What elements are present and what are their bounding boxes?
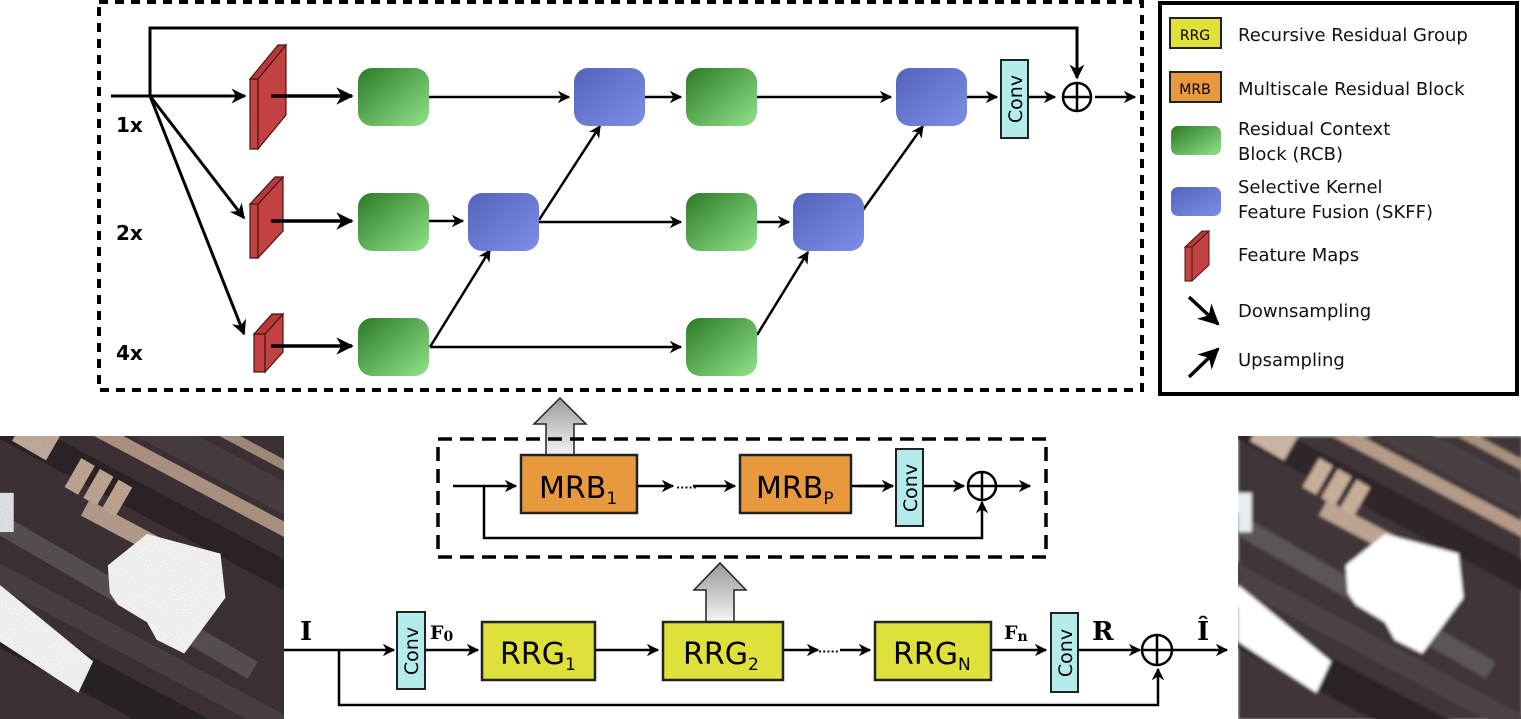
skff-block-2x-b (793, 193, 864, 251)
expand-arrow-rrg (692, 561, 748, 623)
svg-text:Block (RCB): Block (RCB) (1238, 144, 1343, 165)
svg-text:RRG2: RRG2 (683, 637, 759, 675)
top-add-operator (1061, 81, 1093, 113)
svg-text:Conv: Conv (1005, 75, 1027, 123)
upsampling-arrow (861, 124, 925, 211)
skff-block-1x-a (574, 68, 645, 126)
fn-label: Fn (1004, 622, 1028, 645)
scale-label-1x: 1x (116, 113, 143, 137)
rrg-ellipsis: ····· (818, 645, 839, 658)
input-label: I (300, 617, 312, 647)
rcb-block-icon (1171, 126, 1221, 155)
svg-text:MRBP: MRBP (756, 471, 834, 509)
output-label: Î (1197, 615, 1209, 647)
rrg-box-icon (1169, 17, 1222, 49)
output-add-operator (1140, 633, 1174, 667)
mrb-block-1: MRB1 (519, 453, 639, 515)
svg-text:RRGN: RRGN (893, 637, 971, 675)
scale-label-4x: 4x (116, 341, 143, 365)
legend-item-upsampling: Upsampling (1187, 347, 1345, 379)
feature-map-4x (252, 312, 285, 374)
input-conv-block: Conv (396, 611, 426, 690)
svg-text:Selective Kernel: Selective Kernel (1238, 177, 1383, 198)
expand-arrow-mrb (532, 396, 588, 456)
downsampling-arrow-icon (1187, 295, 1220, 326)
downsampling-arrow-4x (148, 95, 247, 336)
svg-text:Upsampling: Upsampling (1238, 350, 1345, 371)
f0-label: F0 (430, 622, 454, 645)
scale-label-2x: 2x (116, 221, 143, 245)
rrg-detail-panel (436, 437, 1048, 559)
mrb-ellipsis: ····· (676, 481, 697, 494)
mrb-box-icon (1169, 71, 1222, 103)
legend-item-downsampling: Downsampling (1187, 295, 1371, 326)
svg-text:Recursive Residual Group: Recursive Residual Group (1238, 25, 1468, 46)
svg-text:Conv: Conv (1055, 629, 1077, 677)
feature-map-2x (248, 175, 285, 260)
legend-item-mrb: MRB Multiscale Residual Block (1169, 71, 1465, 103)
rcb-block-4x-a (358, 318, 429, 376)
legend-item-rcb: Residual Context Block (RCB) (1171, 119, 1390, 165)
svg-text:RRG1: RRG1 (500, 637, 576, 675)
feature-map-icon (1183, 229, 1211, 283)
mrb-block-p: MRBP (738, 453, 853, 515)
upsampling-arrow (428, 248, 492, 348)
legend-item-rrg: RRG Recursive Residual Group (1169, 17, 1468, 49)
rcb-block-4x-b (686, 318, 757, 376)
svg-text:Conv: Conv (401, 627, 423, 675)
top-skip-connection (148, 26, 1085, 96)
residual-label: R (1092, 617, 1114, 647)
rcb-block-2x-a (358, 193, 429, 251)
rrg-block-2: RRG2 (661, 620, 785, 682)
output-conv-block: Conv (1050, 612, 1079, 693)
svg-text:Residual Context: Residual Context (1238, 119, 1390, 140)
middle-conv-block: Conv (895, 448, 924, 527)
svg-text:Feature Fusion (SKFF): Feature Fusion (SKFF) (1238, 202, 1433, 223)
legend-item-feature-maps: Feature Maps (1183, 229, 1359, 283)
svg-text:Multiscale Residual Block: Multiscale Residual Block (1238, 79, 1465, 100)
rcb-block-1x-b (686, 68, 757, 126)
rrg-block-1: RRG1 (480, 620, 597, 682)
upsampling-arrow (537, 124, 602, 221)
skff-block-2x (468, 193, 539, 251)
skff-block-icon (1171, 187, 1221, 216)
upsampling-arrow (755, 250, 810, 336)
rrg-block-n: RRGN (873, 620, 993, 682)
svg-text:Conv: Conv (900, 464, 922, 512)
legend-item-skff: Selective Kernel Feature Fusion (SKFF) (1171, 177, 1433, 223)
upsampling-arrow-icon (1187, 347, 1220, 379)
mrb-detail-panel (97, 0, 1144, 392)
skff-block-1x-b (896, 68, 967, 126)
svg-text:RRG: RRG (1180, 28, 1210, 44)
rcb-block-2x-b (686, 193, 757, 251)
middle-add-operator (966, 470, 998, 502)
rcb-block-1x-a (358, 68, 429, 126)
svg-text:MRB1: MRB1 (539, 471, 617, 509)
top-conv-block: Conv (1000, 59, 1029, 139)
svg-text:Feature Maps: Feature Maps (1238, 245, 1359, 266)
svg-text:MRB: MRB (1179, 82, 1210, 98)
downsampling-arrow-2x (148, 95, 246, 220)
svg-text:Downsampling: Downsampling (1238, 301, 1371, 322)
